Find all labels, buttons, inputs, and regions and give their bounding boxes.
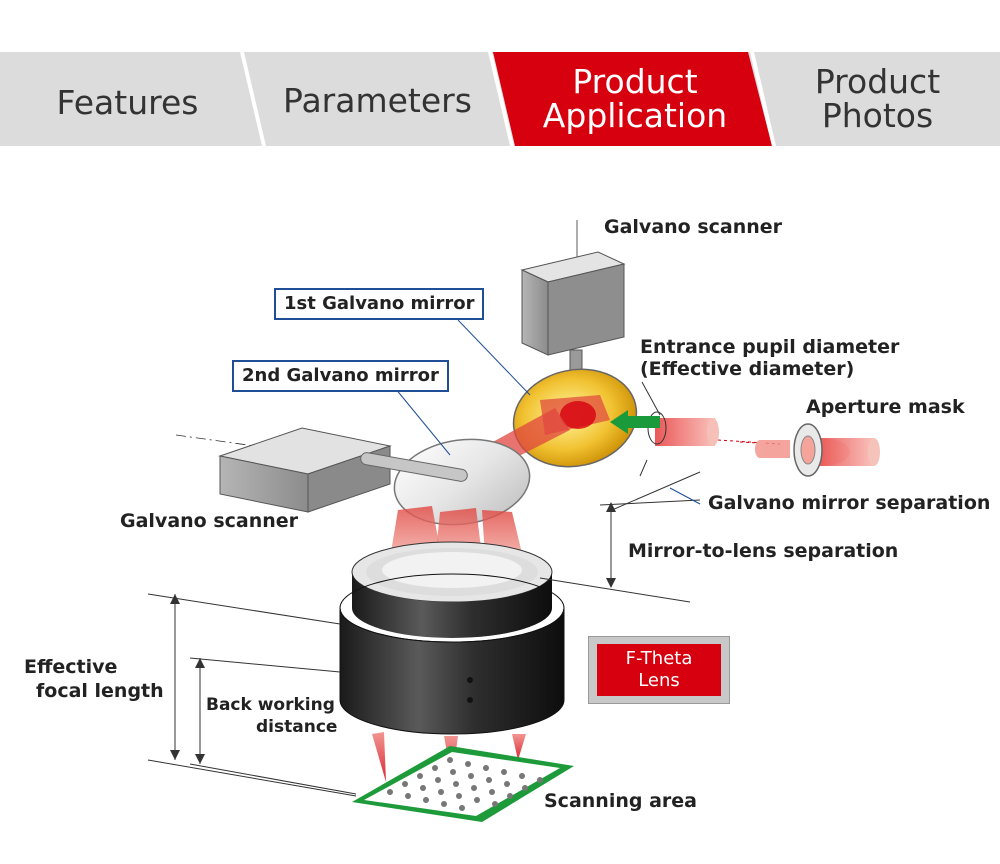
label-aperture-mask: Aperture mask xyxy=(806,396,965,418)
tab-bar-background xyxy=(0,52,1000,146)
ftheta-label-line1: F-Theta xyxy=(625,648,693,669)
tab-product-photos[interactable]: Product Photos xyxy=(770,52,985,146)
tab-product-application[interactable]: Product Application xyxy=(515,52,755,146)
tab-parameters-label: Parameters xyxy=(283,81,472,120)
tab-features-label: Features xyxy=(56,83,199,122)
label-effective-focal-line2: focal length xyxy=(36,680,164,702)
tab-parameters[interactable]: Parameters xyxy=(255,54,500,148)
label-galvano-scanner-left: Galvano scanner xyxy=(120,510,299,532)
tab-product-photos-label: Product Photos xyxy=(814,62,941,135)
ftheta-label-line2: Lens xyxy=(638,670,680,691)
label-back-working-line2: distance xyxy=(256,717,338,737)
label-first-galvano-mirror: 1st Galvano mirror xyxy=(274,288,485,320)
tab-bar: Features Parameters Product Application … xyxy=(0,52,1000,146)
tab-product-application-label: Product Application xyxy=(542,62,728,135)
tab-features[interactable]: Features xyxy=(20,56,235,150)
label-entrance-pupil-line1: Entrance pupil diameter xyxy=(640,336,900,358)
label-entrance-pupil-line2: (Effective diameter) xyxy=(640,358,855,380)
active-tab-highlight xyxy=(493,52,772,146)
label-galvano-mirror-separation: Galvano mirror separation xyxy=(708,492,991,514)
label-mirror-to-lens-separation: Mirror-to-lens separation xyxy=(628,540,899,562)
label-effective-focal-line1: Effective xyxy=(24,656,118,678)
label-back-working-line1: Back working xyxy=(206,695,335,715)
label-scanning-area: Scanning area xyxy=(544,790,697,812)
galvano-scanner-diagram: Galvano scanner 1st Galvano mirror 2nd G… xyxy=(0,160,1000,864)
ftheta-lens-badge: F-Theta Lens xyxy=(588,636,730,704)
diagram-illustration xyxy=(147,220,880,822)
label-galvano-scanner-top: Galvano scanner xyxy=(604,216,783,238)
label-second-galvano-mirror: 2nd Galvano mirror xyxy=(232,360,449,392)
